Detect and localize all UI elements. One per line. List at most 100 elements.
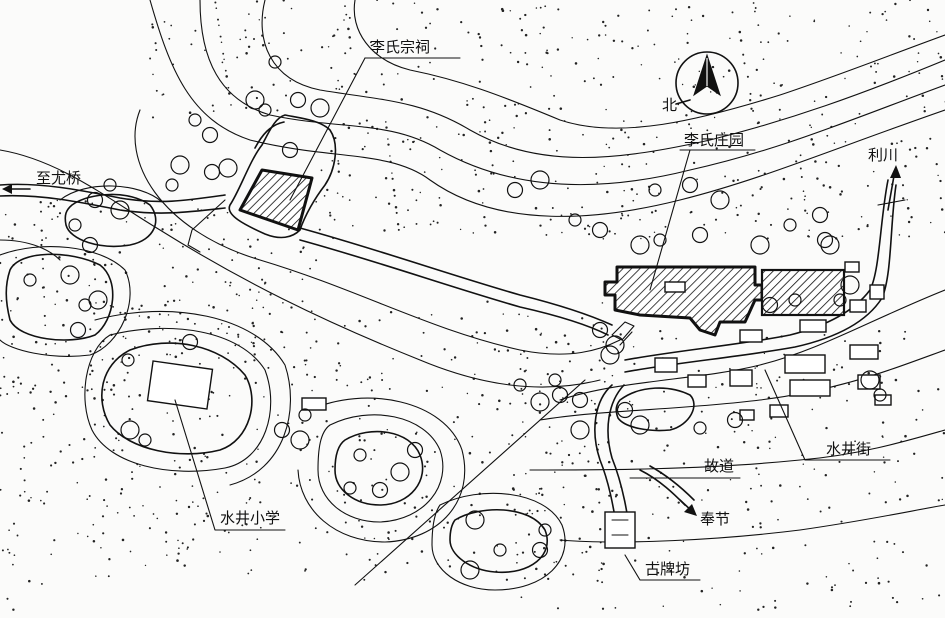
tree-symbol xyxy=(60,265,80,285)
arrow-zhiyouqiao xyxy=(2,184,31,194)
leader-lines xyxy=(174,57,891,586)
label-old-road: 故道 xyxy=(704,457,734,475)
road-main xyxy=(299,227,613,336)
tree-symbol xyxy=(538,523,552,537)
tree-symbol xyxy=(833,293,847,307)
manor-building xyxy=(603,265,764,337)
north-arrow-label: 北 xyxy=(662,96,677,114)
tree-symbol xyxy=(570,420,590,440)
tree-symbol xyxy=(493,543,507,557)
arrow-fengjie xyxy=(679,499,697,516)
tree-symbol xyxy=(188,113,202,127)
hill-school xyxy=(84,310,292,486)
tree-symbol xyxy=(568,213,582,227)
tree-symbol xyxy=(506,181,524,199)
tree-symbol xyxy=(170,155,190,175)
tree-symbol xyxy=(591,321,609,339)
contour-lines xyxy=(0,0,945,543)
tree-symbol xyxy=(788,293,802,307)
tree-symbol xyxy=(289,91,307,109)
tree-symbol xyxy=(873,388,887,402)
tree-symbol xyxy=(465,510,485,530)
label-zhiyouqiao: 至尤桥 xyxy=(36,169,81,187)
tree-symbol xyxy=(110,200,130,220)
manor-annex xyxy=(760,268,846,317)
school-building xyxy=(146,360,214,410)
tree-symbol xyxy=(298,408,312,422)
archway-structure xyxy=(604,511,636,549)
tree-symbol xyxy=(630,235,650,255)
label-school: 水井小学 xyxy=(220,509,280,527)
tree-symbol xyxy=(571,391,589,409)
tree-symbol xyxy=(761,296,779,314)
tree-symbol xyxy=(648,183,662,197)
tree-symbol xyxy=(343,481,357,495)
north-arrow xyxy=(675,51,739,115)
tree-symbol xyxy=(138,433,152,447)
tree-symbol xyxy=(531,541,549,559)
tree-symbol xyxy=(750,235,770,255)
tree-symbol xyxy=(69,321,87,339)
tree-symbol xyxy=(371,481,389,499)
manor-stairs xyxy=(611,321,635,346)
tree-symbol xyxy=(273,421,291,439)
tree-symbol xyxy=(310,98,330,118)
tree-symbol xyxy=(218,158,238,178)
pond-left xyxy=(59,185,163,248)
tree-symbol xyxy=(120,420,140,440)
tree-symbol xyxy=(530,392,550,412)
road-to-zhiyouqiao xyxy=(0,183,226,214)
tree-symbol xyxy=(258,103,272,117)
tree-symbol xyxy=(653,233,667,247)
label-lichuan: 利川 xyxy=(868,146,898,164)
tree-symbol xyxy=(783,218,797,232)
tree-symbol xyxy=(390,462,410,482)
trees xyxy=(23,55,887,580)
hill-center xyxy=(297,397,466,543)
tree-symbol xyxy=(630,415,650,435)
hill-village xyxy=(615,387,695,432)
tree-symbol xyxy=(530,170,550,190)
tree-symbol xyxy=(693,421,707,435)
tree-symbol xyxy=(460,560,480,580)
tree-symbol xyxy=(181,333,199,351)
tree-symbol xyxy=(600,345,620,365)
tree-symbol xyxy=(23,273,37,287)
tree-symbol xyxy=(548,373,562,387)
tree-symbol xyxy=(710,190,730,210)
label-fengjie: 奉节 xyxy=(700,510,730,528)
ancestral-hall-site xyxy=(187,114,337,253)
tree-symbol xyxy=(165,178,179,192)
tree-symbol xyxy=(353,448,367,462)
tree-symbol xyxy=(81,236,99,254)
tree-symbol xyxy=(726,411,744,429)
hill-bottom xyxy=(431,492,566,591)
tree-symbol xyxy=(513,378,527,392)
tree-symbol xyxy=(203,163,221,181)
tree-symbol xyxy=(681,176,699,194)
tree-symbol xyxy=(691,226,709,244)
tree-symbol xyxy=(820,235,840,255)
tree-symbol xyxy=(245,90,265,110)
label-ancestral-hall: 李氏宗祠 xyxy=(370,38,430,56)
tree-symbol xyxy=(68,218,82,232)
ancestral-hall-building xyxy=(238,168,314,232)
tree-symbol xyxy=(591,221,609,239)
tree-symbol xyxy=(281,141,299,159)
road-to-fengjie xyxy=(639,465,695,506)
hill-left xyxy=(0,246,131,357)
tree-symbol xyxy=(860,370,880,390)
tree-symbol xyxy=(121,353,135,367)
shuijing-street-road xyxy=(624,179,897,373)
tree-symbol xyxy=(840,275,860,295)
tree-symbol xyxy=(811,206,829,224)
tree-symbol xyxy=(268,55,282,69)
label-archway: 古牌坊 xyxy=(645,560,690,578)
tree-symbol xyxy=(406,441,424,459)
tree-symbol xyxy=(816,231,834,249)
arrow-lichuan xyxy=(877,165,906,211)
tree-symbol xyxy=(103,178,117,192)
label-manor: 李氏庄园 xyxy=(684,131,744,149)
tree-symbol xyxy=(616,401,634,419)
